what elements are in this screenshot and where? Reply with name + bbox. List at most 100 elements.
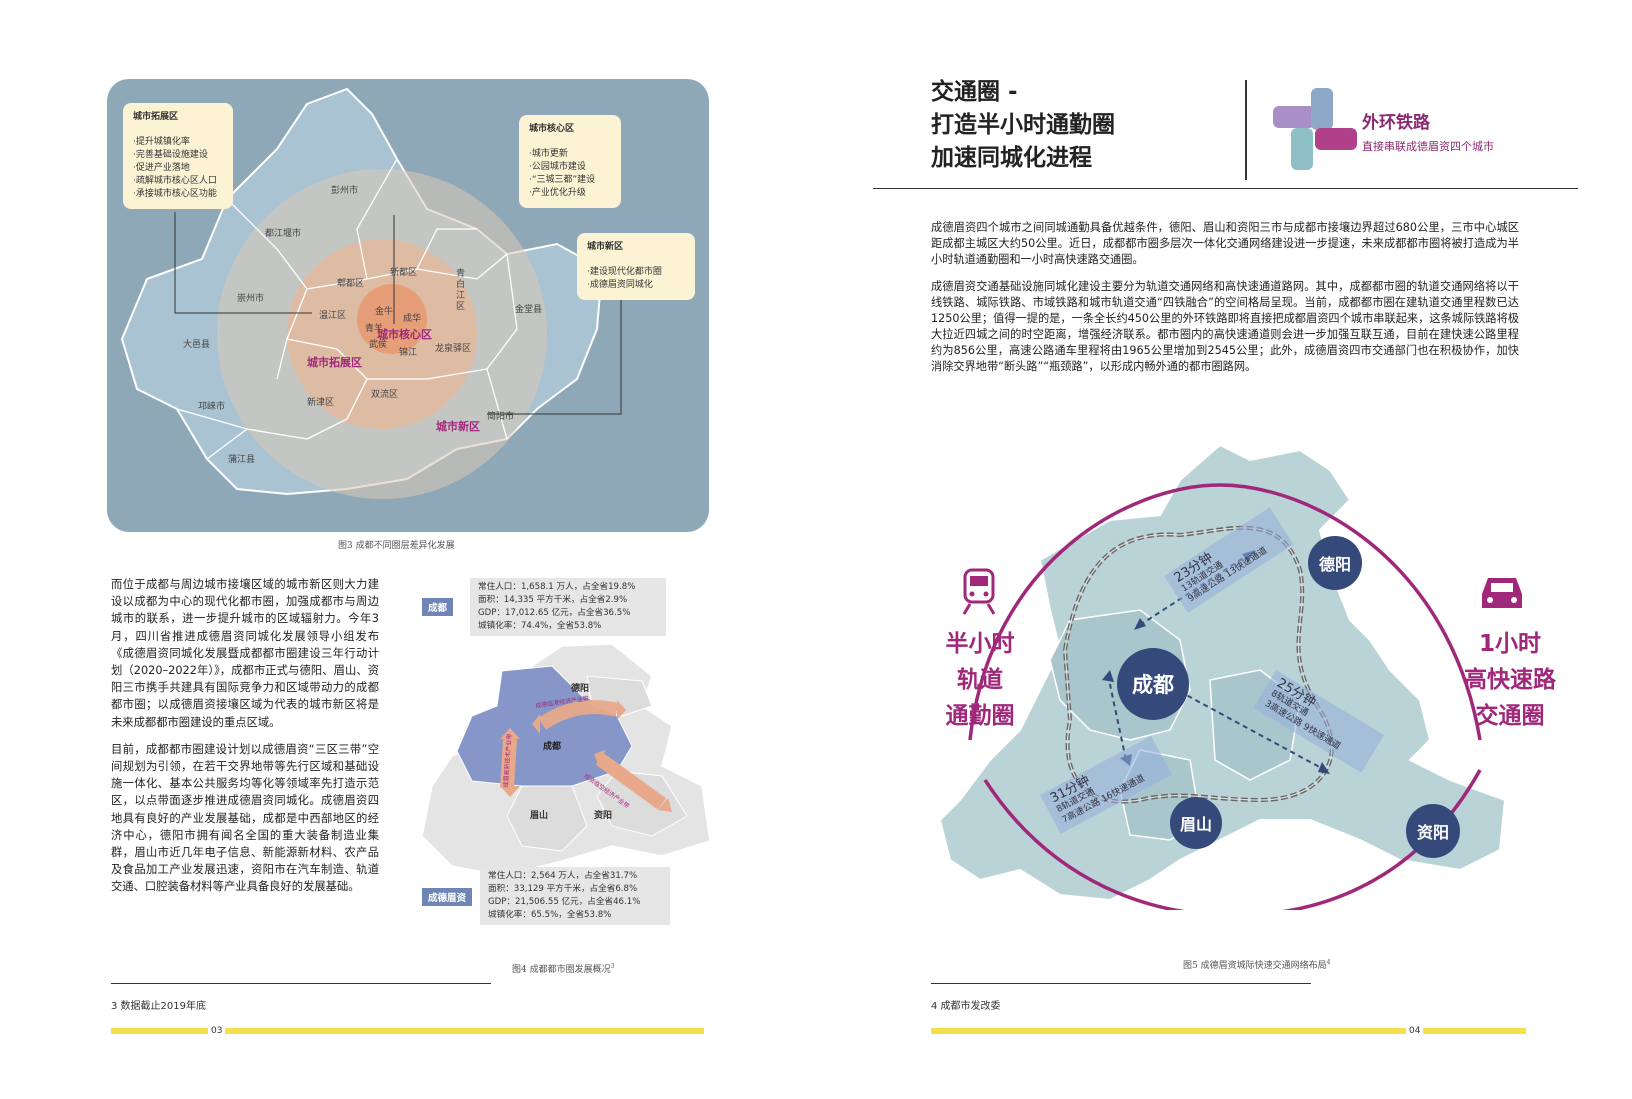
- left-page-bar: [111, 1028, 704, 1034]
- place-label: 成华: [403, 314, 422, 324]
- place-label: 温江区: [319, 311, 347, 321]
- caption-text: 图4 成都都市圈发展概况: [512, 965, 611, 975]
- place-label: 邛崃市: [198, 402, 226, 412]
- core-zone-callout: 城市核心区 ·城市更新 ·公园城市建设 ·“三城三都”建设 ·产业优化升级: [519, 115, 621, 208]
- ziyang-node: 资阳: [1406, 804, 1460, 858]
- new-zone-label: 城市新区: [436, 420, 480, 433]
- place-label: 青白江区: [456, 269, 466, 312]
- place-label: 都江堰市: [265, 229, 302, 239]
- footnote-rule: [111, 983, 491, 984]
- place-label: 简阳市: [487, 412, 515, 422]
- callout-item: ·产业优化升级: [529, 188, 586, 198]
- side-line: 1小时: [1478, 631, 1541, 657]
- meishan-label: 眉山: [530, 811, 549, 821]
- chengdu-tag: 成都: [422, 598, 454, 616]
- right-page-number: 04: [1406, 1026, 1424, 1036]
- title-line: 交通圈 -: [931, 79, 1018, 105]
- left-body-text: 而位于成都与周边城市接壤区域的城市新区则大力建设以成都为中心的现代化都市圈，加强…: [111, 576, 379, 906]
- place-label: 双流区: [371, 390, 399, 400]
- place-label: 彭州市: [331, 186, 359, 196]
- stat-line: 面积：14,335 平方千米，占全省2.9%: [478, 595, 628, 605]
- hands-icon: [1273, 88, 1357, 170]
- place-label: 崇州市: [237, 294, 265, 304]
- stat-line: GDP：17,012.65 亿元，占全省36.5%: [478, 608, 631, 618]
- callout-title: 城市拓展区: [133, 112, 179, 122]
- callout-item: ·促进产业落地: [133, 163, 190, 173]
- new-zone-callout: 城市新区 ·建设现代化都市圈 ·成德眉资同城化: [577, 233, 695, 300]
- title-line: 加速同城化进程: [931, 145, 1092, 171]
- place-label: 金堂县: [515, 305, 543, 315]
- cdmz-tag: 成德眉资: [422, 888, 473, 906]
- place-label: 郫都区: [337, 279, 365, 289]
- callout-title: 城市新区: [587, 242, 624, 252]
- callout-title: 城市核心区: [529, 124, 575, 134]
- left-paragraph-2: 目前，成都都市圈建设计划以成德眉资“三区三带”空间规划为引领，在若干交界地带等先…: [111, 742, 379, 894]
- place-label: 蒲江县: [228, 455, 256, 465]
- right-page-bar: [931, 1028, 1526, 1034]
- expand-zone-callout: 城市拓展区 ·提升城镇化率 ·完善基础设施建设 ·促进产业落地 ·疏解城市核心区…: [123, 103, 233, 209]
- callout-item: ·提升城镇化率: [133, 137, 190, 147]
- core-zone-label: 城市核心区: [377, 328, 432, 341]
- cdmz-stats: 常住人口：2,564 万人，占全省31.7% 面积：33,129 平方千米，占全…: [480, 867, 670, 925]
- side-line: 通勤圈: [945, 703, 1015, 729]
- place-label: 龙泉驿区: [435, 344, 472, 354]
- meishan-node: 眉山: [1170, 797, 1222, 849]
- callout-item: ·成德眉资同城化: [587, 280, 653, 290]
- place-label: 武侯: [369, 340, 388, 350]
- caption-text: 图5 成德眉资城际快速交通网络布局: [1183, 961, 1327, 971]
- callout-item: ·建设现代化都市圈: [587, 267, 662, 277]
- side-line: 轨道: [957, 667, 1003, 693]
- title-line: 打造半小时通勤圈: [931, 112, 1115, 138]
- side-line: 交通圈: [1475, 703, 1545, 729]
- expand-zone-label: 城市拓展区: [307, 356, 362, 369]
- chengdu-node: 成都: [1117, 648, 1189, 720]
- right-body-text: 成德眉资四个城市之间同城通勤具备优越条件，德阳、眉山和资阳三市与成都市接壤边界超…: [931, 220, 1519, 385]
- stat-line: 面积：33,129 平方千米，占全省6.8%: [488, 884, 638, 894]
- figure5-caption: 图5 成德眉资城际快速交通网络布局4: [1183, 958, 1330, 971]
- stat-line: 常住人口：1,658.1 万人，占全省19.8%: [478, 582, 636, 592]
- highway-circle-label: 1小时 高快速路 交通圈: [1455, 626, 1565, 734]
- callout-item: ·“三城三都”建设: [529, 175, 596, 185]
- stat-line: 城镇化率：74.4%，全省53.8%: [478, 621, 602, 631]
- figure3-caption: 图3 成都不同圈层差异化发展: [338, 541, 455, 551]
- place-label: 新都区: [390, 268, 418, 278]
- metro-area-map: [421, 643, 711, 877]
- right-paragraph-1: 成德眉资四个城市之间同城通勤具备优越条件，德阳、眉山和资阳三市与成都市接壤边界超…: [931, 221, 1519, 266]
- caption-sup: 4: [1326, 959, 1331, 966]
- callout-item: ·疏解城市核心区人口: [133, 176, 217, 186]
- callout-item: ·城市更新: [529, 149, 568, 159]
- left-paragraph-1: 而位于成都与周边城市接壤区域的城市新区则大力建设以成都为中心的现代化都市圈，加强…: [111, 578, 379, 729]
- left-footnote: 3 数据截止2019年底: [111, 1001, 206, 1012]
- chengdu-zones-map: 城市拓展区 ·提升城镇化率 ·完善基础设施建设 ·促进产业落地 ·疏解城市核心区…: [107, 79, 709, 532]
- callout-item: ·完善基础设施建设: [133, 150, 208, 160]
- footnote-rule: [931, 983, 1311, 984]
- chengdu-label: 成都: [543, 742, 562, 752]
- right-paragraph-2: 成德眉资交通基础设施同城化建设主要分为轨道交通网络和高快速通道路网。其中，成都都…: [931, 280, 1519, 373]
- stat-line: GDP：21,506.55 亿元，占全省46.1%: [488, 897, 641, 907]
- feature-title: 外环铁路: [1362, 113, 1430, 133]
- place-label: 金牛: [375, 307, 394, 317]
- place-label: 青羊: [365, 324, 384, 334]
- side-line: 高快速路: [1464, 667, 1556, 693]
- callout-item: ·公园城市建设: [529, 162, 586, 172]
- car-icon: [1482, 578, 1522, 608]
- feature-subtitle: 直接串联成德眉资四个城市: [1362, 140, 1494, 153]
- train-icon: [962, 568, 996, 615]
- callout-item: ·承接城市核心区功能: [133, 189, 217, 199]
- stat-line: 城镇化率：65.5%，全省53.8%: [488, 910, 612, 920]
- page-title: 交通圈 - 打造半小时通勤圈 加速同城化进程: [931, 76, 1115, 175]
- header-rule: [873, 188, 1578, 189]
- deyang-node: 德阳: [1308, 536, 1362, 590]
- ziyang-label: 资阳: [594, 811, 613, 821]
- figure4-caption: 图4 成都都市圈发展概况3: [512, 962, 614, 975]
- rail-commute-label: 半小时 轨道 通勤圈: [935, 626, 1025, 734]
- deyang-label: 德阳: [571, 684, 590, 694]
- stat-line: 常住人口：2,564 万人，占全省31.7%: [488, 871, 638, 881]
- chengdu-zones-map-graphic: [120, 87, 622, 499]
- chengdu-stats: 常住人口：1,658.1 万人，占全省19.8% 面积：14,335 平方千米，…: [470, 578, 666, 636]
- right-footnote: 4 成都市发改委: [931, 1001, 1001, 1012]
- caption-sup: 3: [610, 963, 615, 970]
- side-line: 半小时: [945, 631, 1015, 657]
- place-label: 锦江: [399, 348, 418, 358]
- left-page-number: 03: [208, 1026, 226, 1036]
